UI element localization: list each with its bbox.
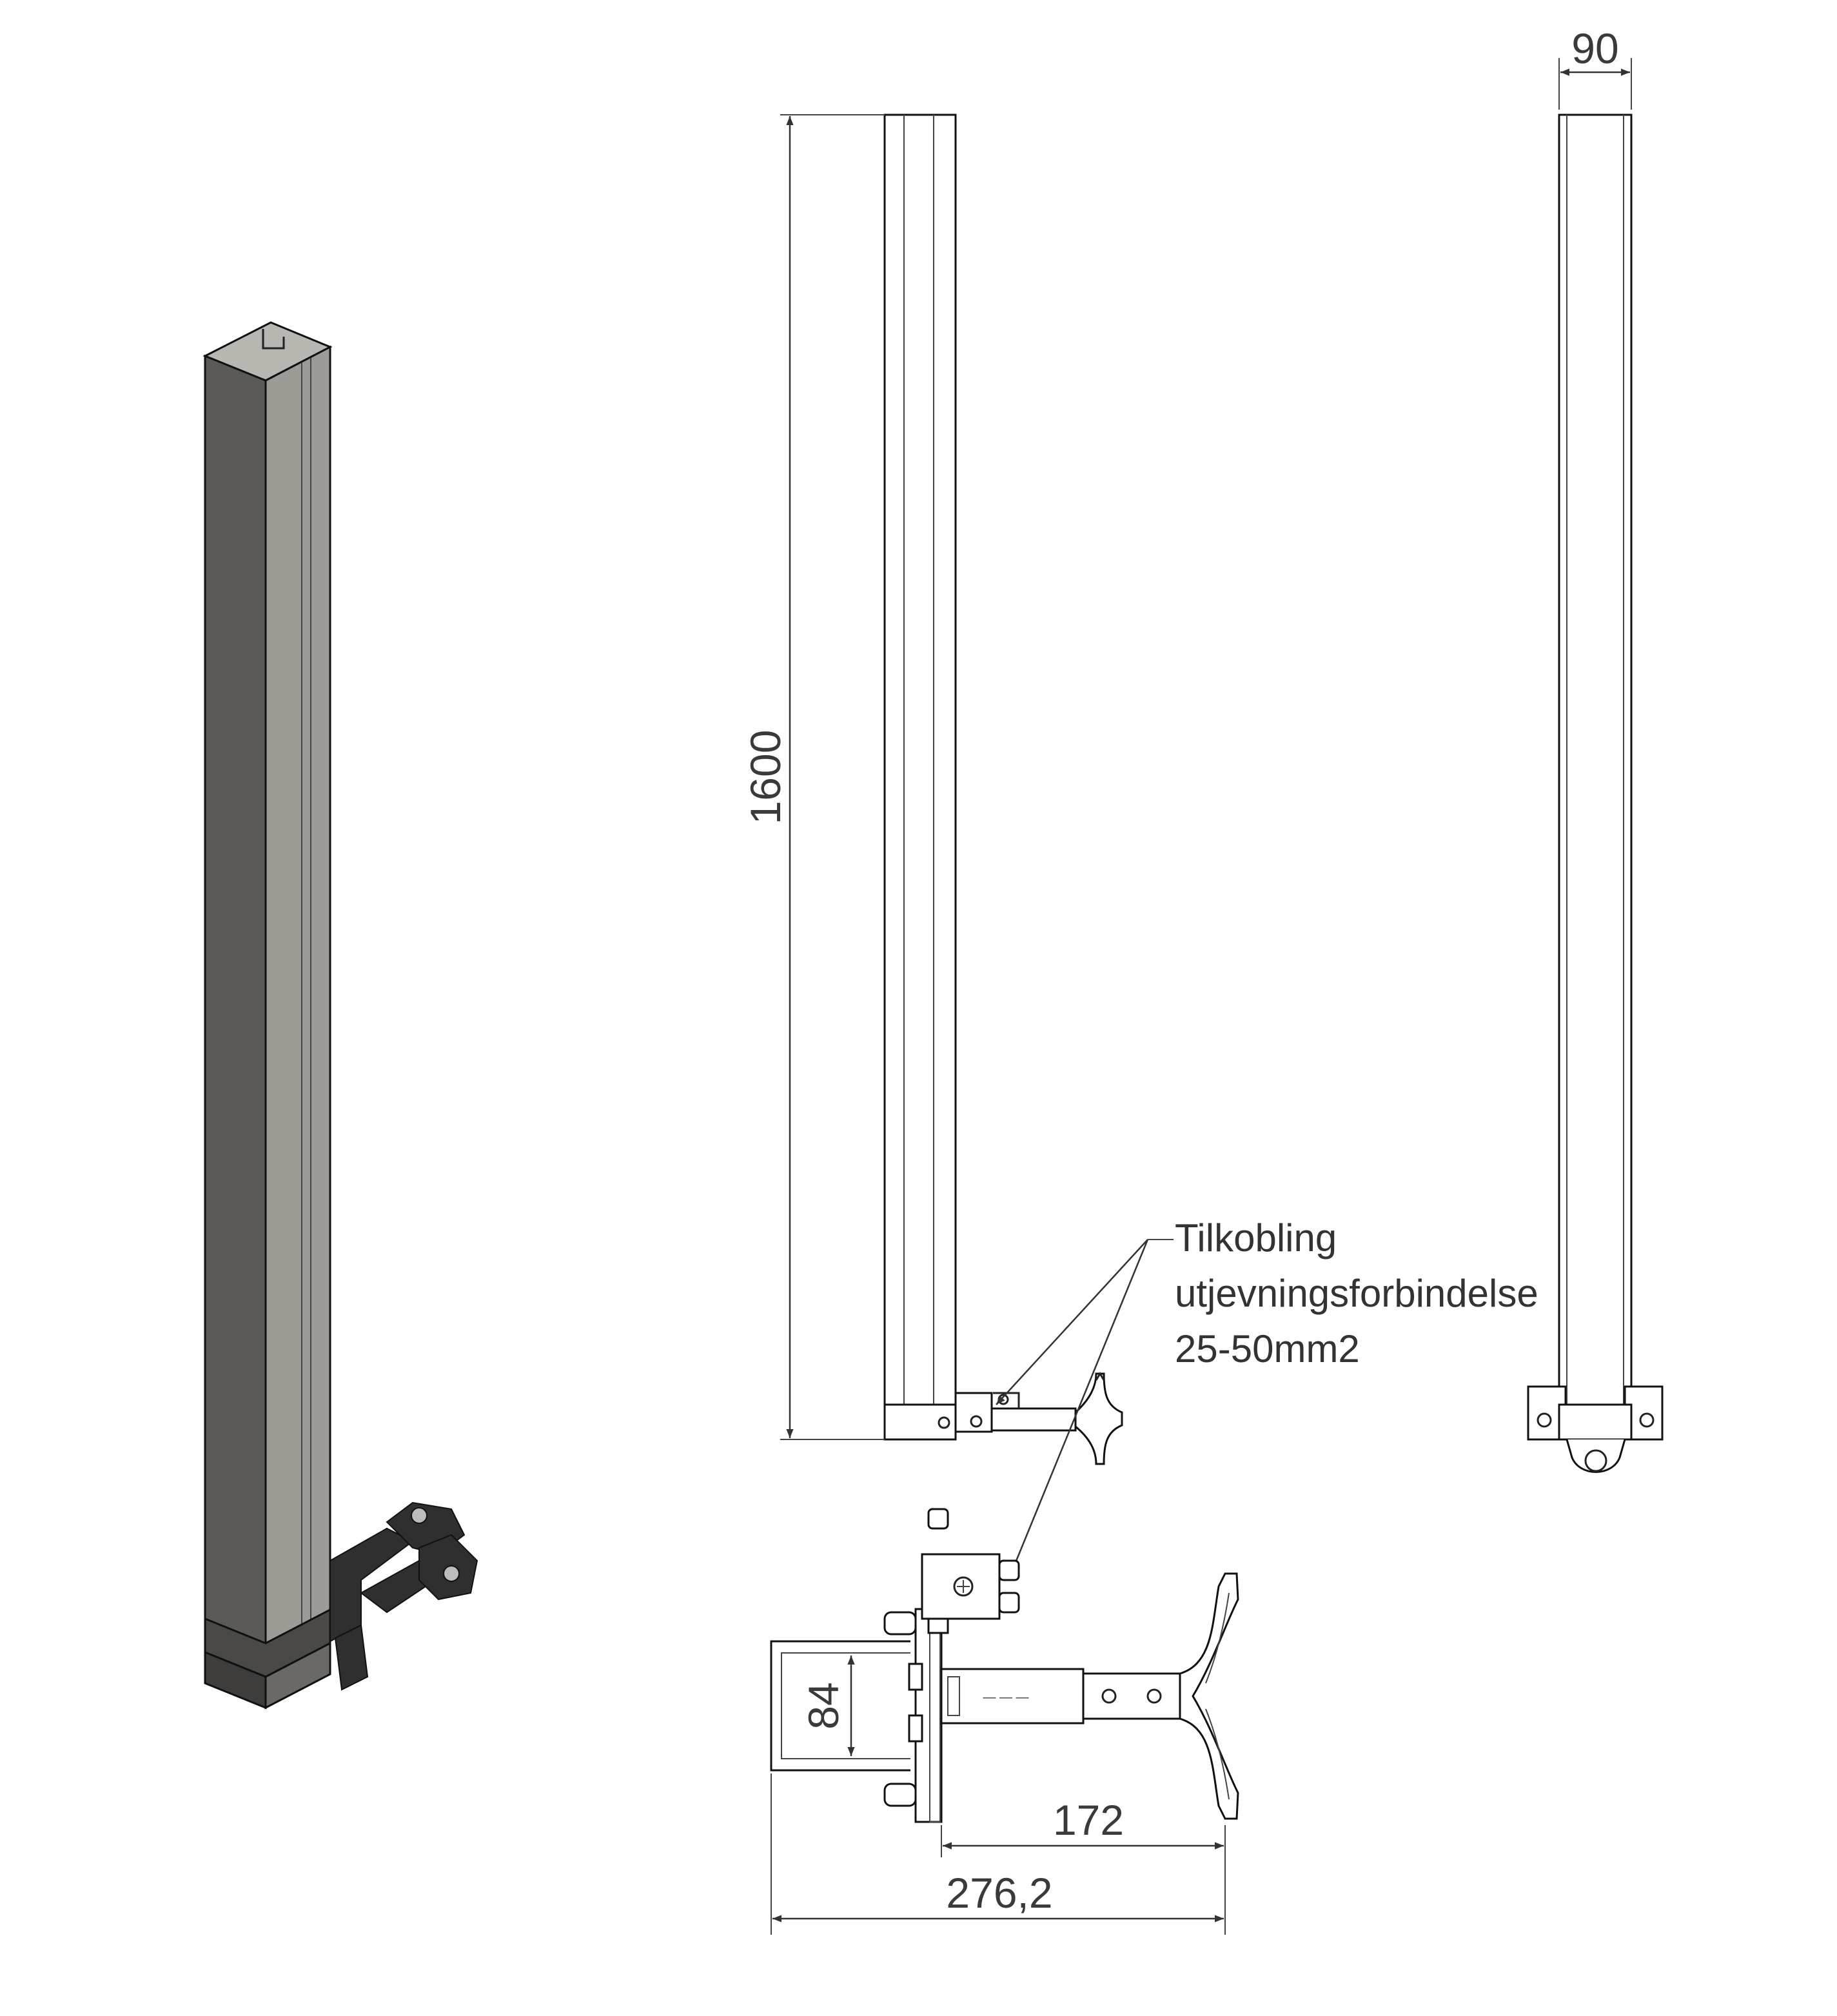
callout-equipotential-connection: Tilkobling utjevningsforbindelse 25-50mm… [996, 1216, 1538, 1571]
dim-width-90: 90 [1558, 25, 1632, 110]
callout-line-1: Tilkobling [1175, 1216, 1337, 1260]
dim-label-arm: 172 [1053, 1796, 1124, 1844]
post-dark-face [204, 354, 267, 1679]
plan-view-bracket: — — — 84 172 276,2 [770, 1508, 1239, 1935]
dim-arm-172: 172 [941, 1796, 1226, 1935]
callout-line-2: utjevningsforbindelse [1175, 1272, 1538, 1315]
callout-line-3: 25-50mm2 [1175, 1327, 1360, 1370]
isometric-bracket [329, 1501, 478, 1691]
dim-bracket-84: 84 [800, 1655, 855, 1756]
dim-total-276-2: 276,2 [771, 1774, 1224, 1935]
front-post-collar [883, 1403, 957, 1441]
isometric-post-view [202, 321, 478, 1710]
dim-label-width: 90 [1571, 25, 1618, 72]
front-elevation-view: 1600 [742, 114, 1123, 1465]
dim-label-total: 276,2 [946, 1869, 1052, 1917]
dim-height-1600: 1600 [742, 114, 885, 1440]
dim-label-height: 1600 [742, 730, 789, 825]
post-light-face [264, 345, 331, 1679]
dim-label-bracket: 84 [800, 1682, 847, 1729]
svg-text:— — —: — — — [983, 1690, 1028, 1705]
front-post-body [883, 114, 957, 1406]
side-post-body [1558, 114, 1633, 1406]
side-elevation-view: 90 [1527, 25, 1664, 1473]
